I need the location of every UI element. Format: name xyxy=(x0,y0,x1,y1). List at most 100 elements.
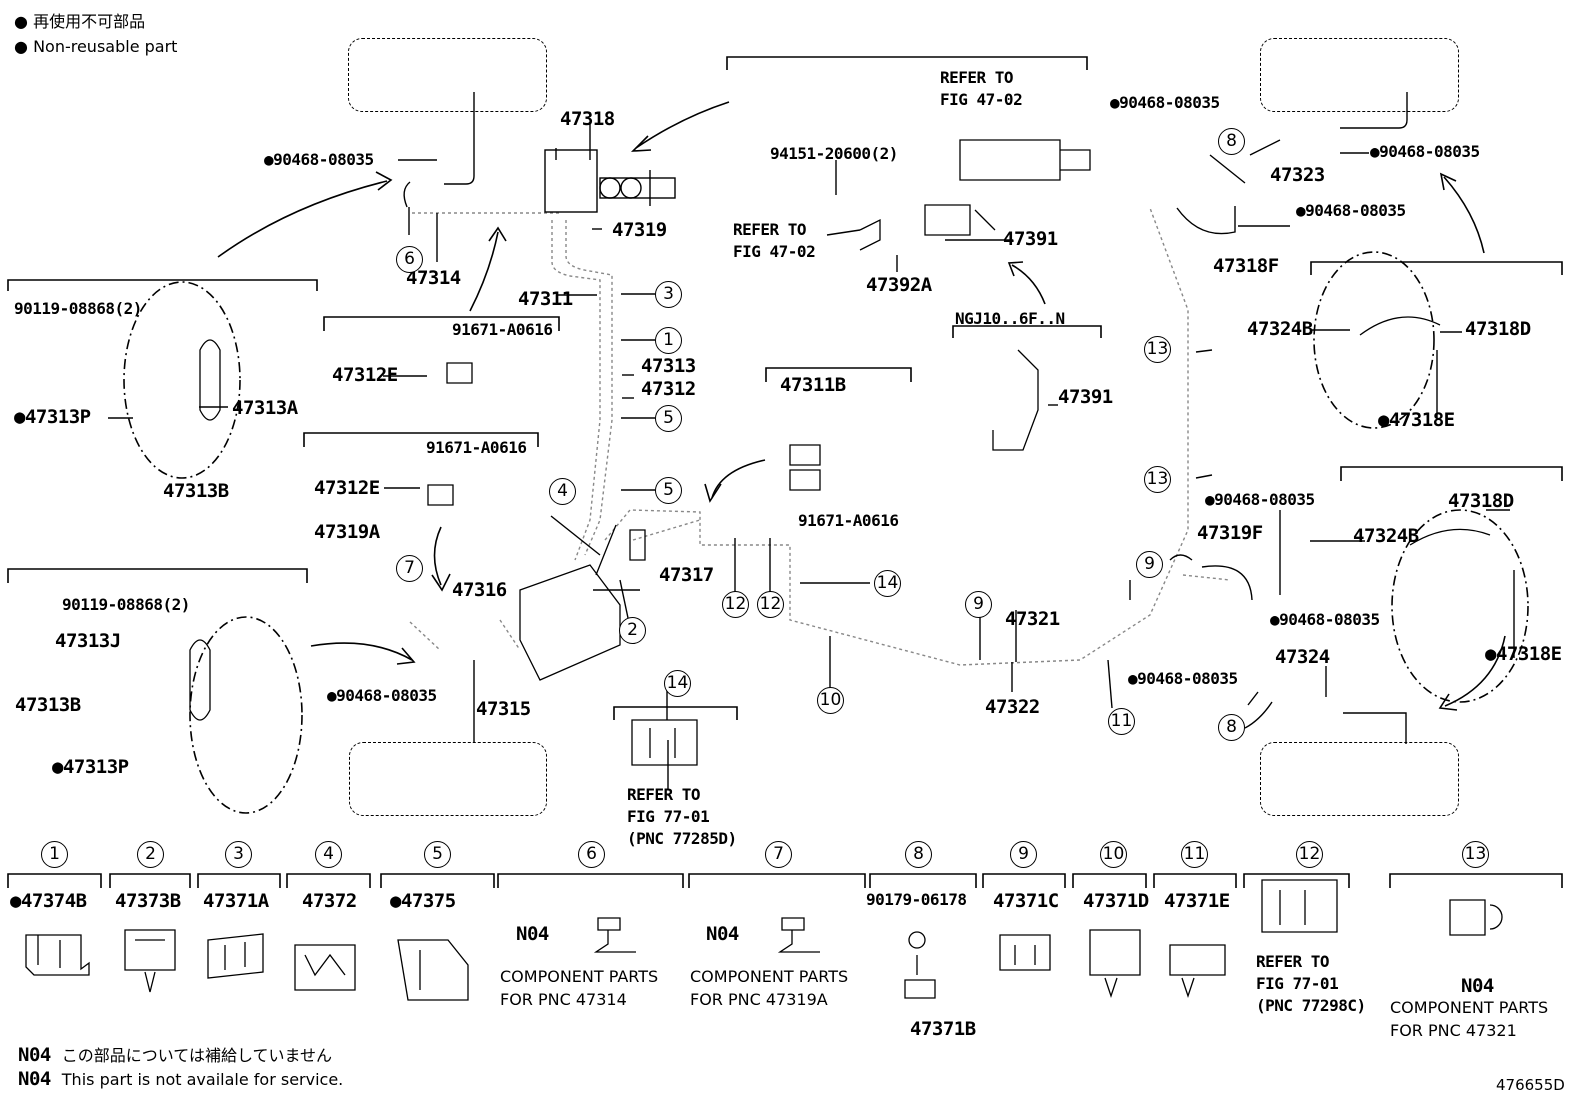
strip-callout-10: 10 xyxy=(1100,841,1127,868)
label-47313: 47313 xyxy=(641,355,696,377)
label-47321: 47321 xyxy=(1005,608,1060,630)
callout-1: 1 xyxy=(655,327,682,354)
label-47314: 47314 xyxy=(406,267,461,289)
fig-77-01-a: FIG 77-01 xyxy=(627,807,710,826)
legend-en: Non-reusable part xyxy=(14,37,177,56)
strip-callout-11: 11 xyxy=(1181,841,1208,868)
strip-label-2: 47373B xyxy=(115,890,181,912)
strip-callout-5: 5 xyxy=(424,841,451,868)
callout-7: 7 xyxy=(396,555,423,582)
label-47392a: 47392A xyxy=(866,274,932,296)
callout-12-a: 12 xyxy=(722,591,749,618)
label-47313b-bottom: 47313B xyxy=(15,694,81,716)
callout-14-clip: 14 xyxy=(664,670,691,697)
strip-label-11: 47371E xyxy=(1164,890,1230,912)
label-90468-right-low: 90468-08035 xyxy=(1270,610,1380,629)
wheel-area-rear-right xyxy=(1260,742,1459,816)
wheel-area-rear-left xyxy=(349,742,547,816)
label-90468-right-top2: 90468-08035 xyxy=(1370,142,1480,161)
strip-pnc-13: FOR PNC 47321 xyxy=(1390,1021,1517,1040)
label-90468-right-bottom: 90468-08035 xyxy=(1128,669,1238,688)
strip-comp-6: COMPONENT PARTS xyxy=(500,967,659,986)
refer-to-top: REFER TO xyxy=(940,68,1014,87)
label-47312: 47312 xyxy=(641,378,696,400)
label-47324b-top: 47324B xyxy=(1247,318,1313,340)
wheel-area-front-left xyxy=(348,38,547,112)
callout-9-a: 9 xyxy=(965,591,992,618)
strip-label-8: 90179-06178 xyxy=(866,890,967,909)
label-47316: 47316 xyxy=(452,579,507,601)
label-47391-top: 47391 xyxy=(1003,228,1058,250)
label-47323: 47323 xyxy=(1270,164,1325,186)
callout-11: 11 xyxy=(1108,708,1135,735)
strip-callout-4: 4 xyxy=(315,841,342,868)
label-47312e-mid: 47312E xyxy=(314,477,380,499)
callout-8-b: 8 xyxy=(1218,714,1245,741)
strip-comp-13: COMPONENT PARTS xyxy=(1390,998,1549,1017)
label-91671-right: 91671-A0616 xyxy=(798,511,899,530)
label-90468-right-mid: 90468-08035 xyxy=(1205,490,1315,509)
footnote-jp: N04 この部品については補給していません xyxy=(18,1044,333,1066)
label-90468-left-bottom: 90468-08035 xyxy=(327,686,437,705)
label-94151: 94151-20600(2) xyxy=(770,144,898,163)
label-47319a: 47319A xyxy=(314,521,380,543)
label-47313a: 47313A xyxy=(232,397,298,419)
label-47324b-bottom: 47324B xyxy=(1353,525,1419,547)
callout-3: 3 xyxy=(655,281,682,308)
label-47318d-bottom: 47318D xyxy=(1448,490,1514,512)
strip-label-4: 47372 xyxy=(302,890,357,912)
strip-callout-9: 9 xyxy=(1010,841,1037,868)
strip-pnc-6: FOR PNC 47314 xyxy=(500,990,627,1009)
footnote-en: N04 This part is not availale for servic… xyxy=(18,1068,344,1090)
label-47313p-top: 47313P xyxy=(14,406,91,428)
legend-jp: 再使用不可部品 xyxy=(14,12,145,31)
strip-pnc-7: FOR PNC 47319A xyxy=(690,990,828,1009)
callout-9-b: 9 xyxy=(1136,551,1163,578)
label-47318d-top: 47318D xyxy=(1465,318,1531,340)
strip-n04-13: N04 xyxy=(1461,975,1494,997)
strip-callout-8: 8 xyxy=(905,841,932,868)
label-91671-mid: 91671-A0616 xyxy=(426,438,527,457)
label-47318f: 47318F xyxy=(1213,255,1279,277)
label-47319f: 47319F xyxy=(1197,522,1263,544)
document-id: 476655D xyxy=(1496,1076,1565,1094)
callout-13-b: 13 xyxy=(1144,466,1171,493)
label-47319: 47319 xyxy=(612,219,667,241)
strip-callout-2: 2 xyxy=(137,841,164,868)
label-47322: 47322 xyxy=(985,696,1040,718)
callout-6: 6 xyxy=(396,246,423,273)
refer-to-left: REFER TO xyxy=(733,220,807,239)
label-90468-right-top: 90468-08035 xyxy=(1110,93,1220,112)
callout-8-a: 8 xyxy=(1218,128,1245,155)
label-47313p-bottom: 47313P xyxy=(52,756,129,778)
label-90119-bottom: 90119-08868(2) xyxy=(62,595,190,614)
wheel-area-front-right xyxy=(1260,38,1459,112)
label-47324: 47324 xyxy=(1275,646,1330,668)
label-47315: 47315 xyxy=(476,698,531,720)
fig-47-02-top: FIG 47-02 xyxy=(940,90,1023,109)
strip-n04-6: N04 xyxy=(516,923,549,945)
strip-n04-7: N04 xyxy=(706,923,739,945)
label-47313j: 47313J xyxy=(55,630,121,652)
strip-callout-1: 1 xyxy=(41,841,68,868)
strip-fig-12: FIG 77-01 xyxy=(1256,974,1339,993)
strip-comp-7: COMPONENT PARTS xyxy=(690,967,849,986)
callout-4: 4 xyxy=(549,478,576,505)
strip-callout-7: 7 xyxy=(765,841,792,868)
label-91671-top: 91671-A0616 xyxy=(452,320,553,339)
label-47391-bottom: 47391 xyxy=(1058,386,1113,408)
label-47317: 47317 xyxy=(659,564,714,586)
label-47311: 47311 xyxy=(518,288,573,310)
strip-label-10: 47371D xyxy=(1083,890,1149,912)
pnc-77285d: (PNC 77285D) xyxy=(627,829,737,848)
strip-label-1: 47374B xyxy=(10,890,87,912)
strip-label-8b: 47371B xyxy=(910,1018,976,1040)
callout-2: 2 xyxy=(619,617,646,644)
label-90468-right-top3: 90468-08035 xyxy=(1296,201,1406,220)
strip-label-9: 47371C xyxy=(993,890,1059,912)
strip-label-5: 47375 xyxy=(390,890,456,912)
refer-to-77-01: REFER TO xyxy=(627,785,701,804)
callout-5-a: 5 xyxy=(655,405,682,432)
callout-5-b: 5 xyxy=(655,477,682,504)
